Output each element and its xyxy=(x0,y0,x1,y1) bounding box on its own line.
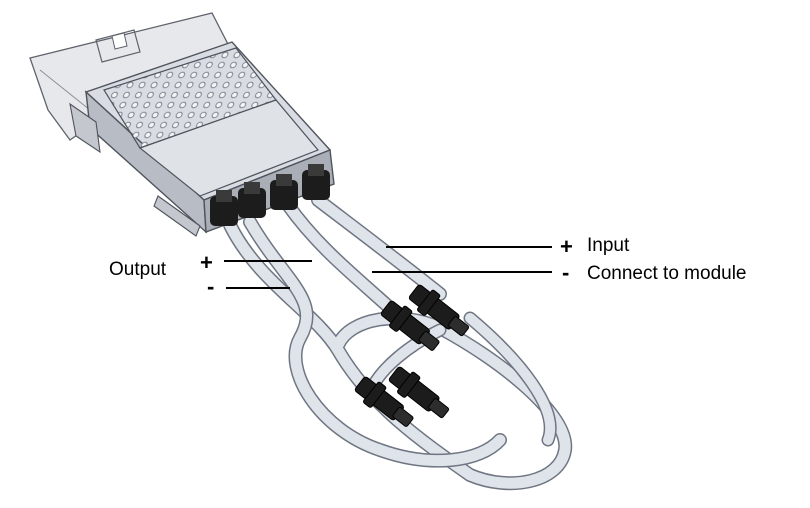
cable-glands xyxy=(210,164,330,226)
mc4-connector-icon xyxy=(354,376,414,427)
input-cable-minus xyxy=(281,198,399,317)
connect-to-module-label: Connect to module xyxy=(587,263,747,284)
connectors xyxy=(354,284,470,427)
output-minus-sign: - xyxy=(207,274,215,299)
mc4-connector-icon xyxy=(408,284,470,337)
input-cable-plus xyxy=(311,193,447,301)
input-plus-sign: + xyxy=(560,234,573,259)
input-minus-sign: - xyxy=(562,260,570,285)
input-label: Input xyxy=(587,235,630,256)
inverter-housing xyxy=(69,41,335,237)
output-cable-minus xyxy=(243,215,507,468)
output-plus-sign: + xyxy=(200,250,213,275)
gland-4 xyxy=(302,164,330,200)
leader-lines xyxy=(224,246,552,289)
gland-3 xyxy=(270,174,298,210)
mc4-connector-icon xyxy=(388,366,450,419)
mc4-connector-icon xyxy=(380,300,440,351)
cables xyxy=(223,193,573,491)
output-label: Output xyxy=(109,259,167,280)
gland-2 xyxy=(238,182,266,218)
gland-1 xyxy=(210,190,238,226)
